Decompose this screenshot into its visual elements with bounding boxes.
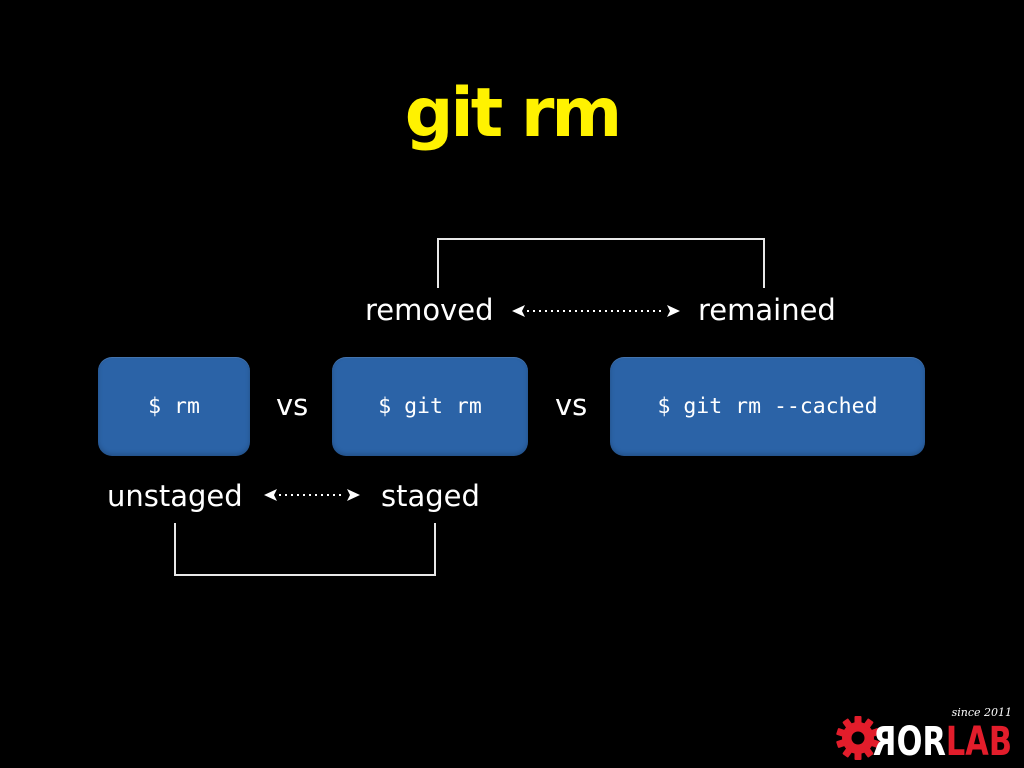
staged-label: staged — [381, 479, 480, 513]
gear-tooth — [863, 746, 874, 758]
arrow-head-left — [264, 489, 277, 501]
gear-tooth — [869, 728, 880, 738]
arrow-head-left — [512, 305, 525, 317]
unstaged-label: unstaged — [107, 479, 243, 513]
vs-separator: vs — [555, 388, 588, 422]
removed-label: removed — [365, 293, 494, 327]
gear-tooth — [863, 718, 874, 730]
removed-remained-arrow-icon — [512, 305, 680, 317]
command-text: $ git rm — [378, 393, 482, 419]
top-bracket-connector — [437, 238, 765, 288]
logo-tagline: since 2011 — [951, 706, 1012, 719]
gear-tooth — [842, 718, 853, 730]
gear-tooth — [854, 716, 862, 725]
unstaged-staged-arrow-icon — [264, 489, 360, 501]
command-box-git-rm-cached: $ git rm --cached — [610, 357, 925, 456]
bottom-bracket-connector — [174, 523, 436, 576]
gear-hole — [851, 731, 865, 745]
vs-separator: vs — [276, 388, 309, 422]
arrow-head-right — [347, 489, 360, 501]
slide-title: git rm — [404, 74, 623, 153]
command-text: $ rm — [148, 393, 200, 419]
gear-tooth — [869, 738, 880, 748]
gear-shape — [836, 716, 880, 760]
bracket-connectors — [174, 238, 765, 576]
logo-white-text: OR — [896, 719, 946, 765]
command-box-rm: $ rm — [98, 357, 250, 456]
remained-label: remained — [698, 293, 836, 327]
logo-mirrored-letter: R — [873, 719, 897, 765]
gear-tooth — [842, 746, 853, 758]
logo-wordmark: RORLAB — [871, 719, 1012, 765]
gear-tooth — [836, 738, 847, 748]
gear-tooth — [836, 728, 847, 738]
gear-tooth — [854, 751, 862, 760]
command-box-git-rm: $ git rm — [332, 357, 528, 456]
arrow-head-right — [667, 305, 680, 317]
command-text: $ git rm --cached — [657, 393, 878, 419]
logo-red-text: LAB — [945, 719, 1012, 765]
gear-icon — [836, 716, 880, 760]
